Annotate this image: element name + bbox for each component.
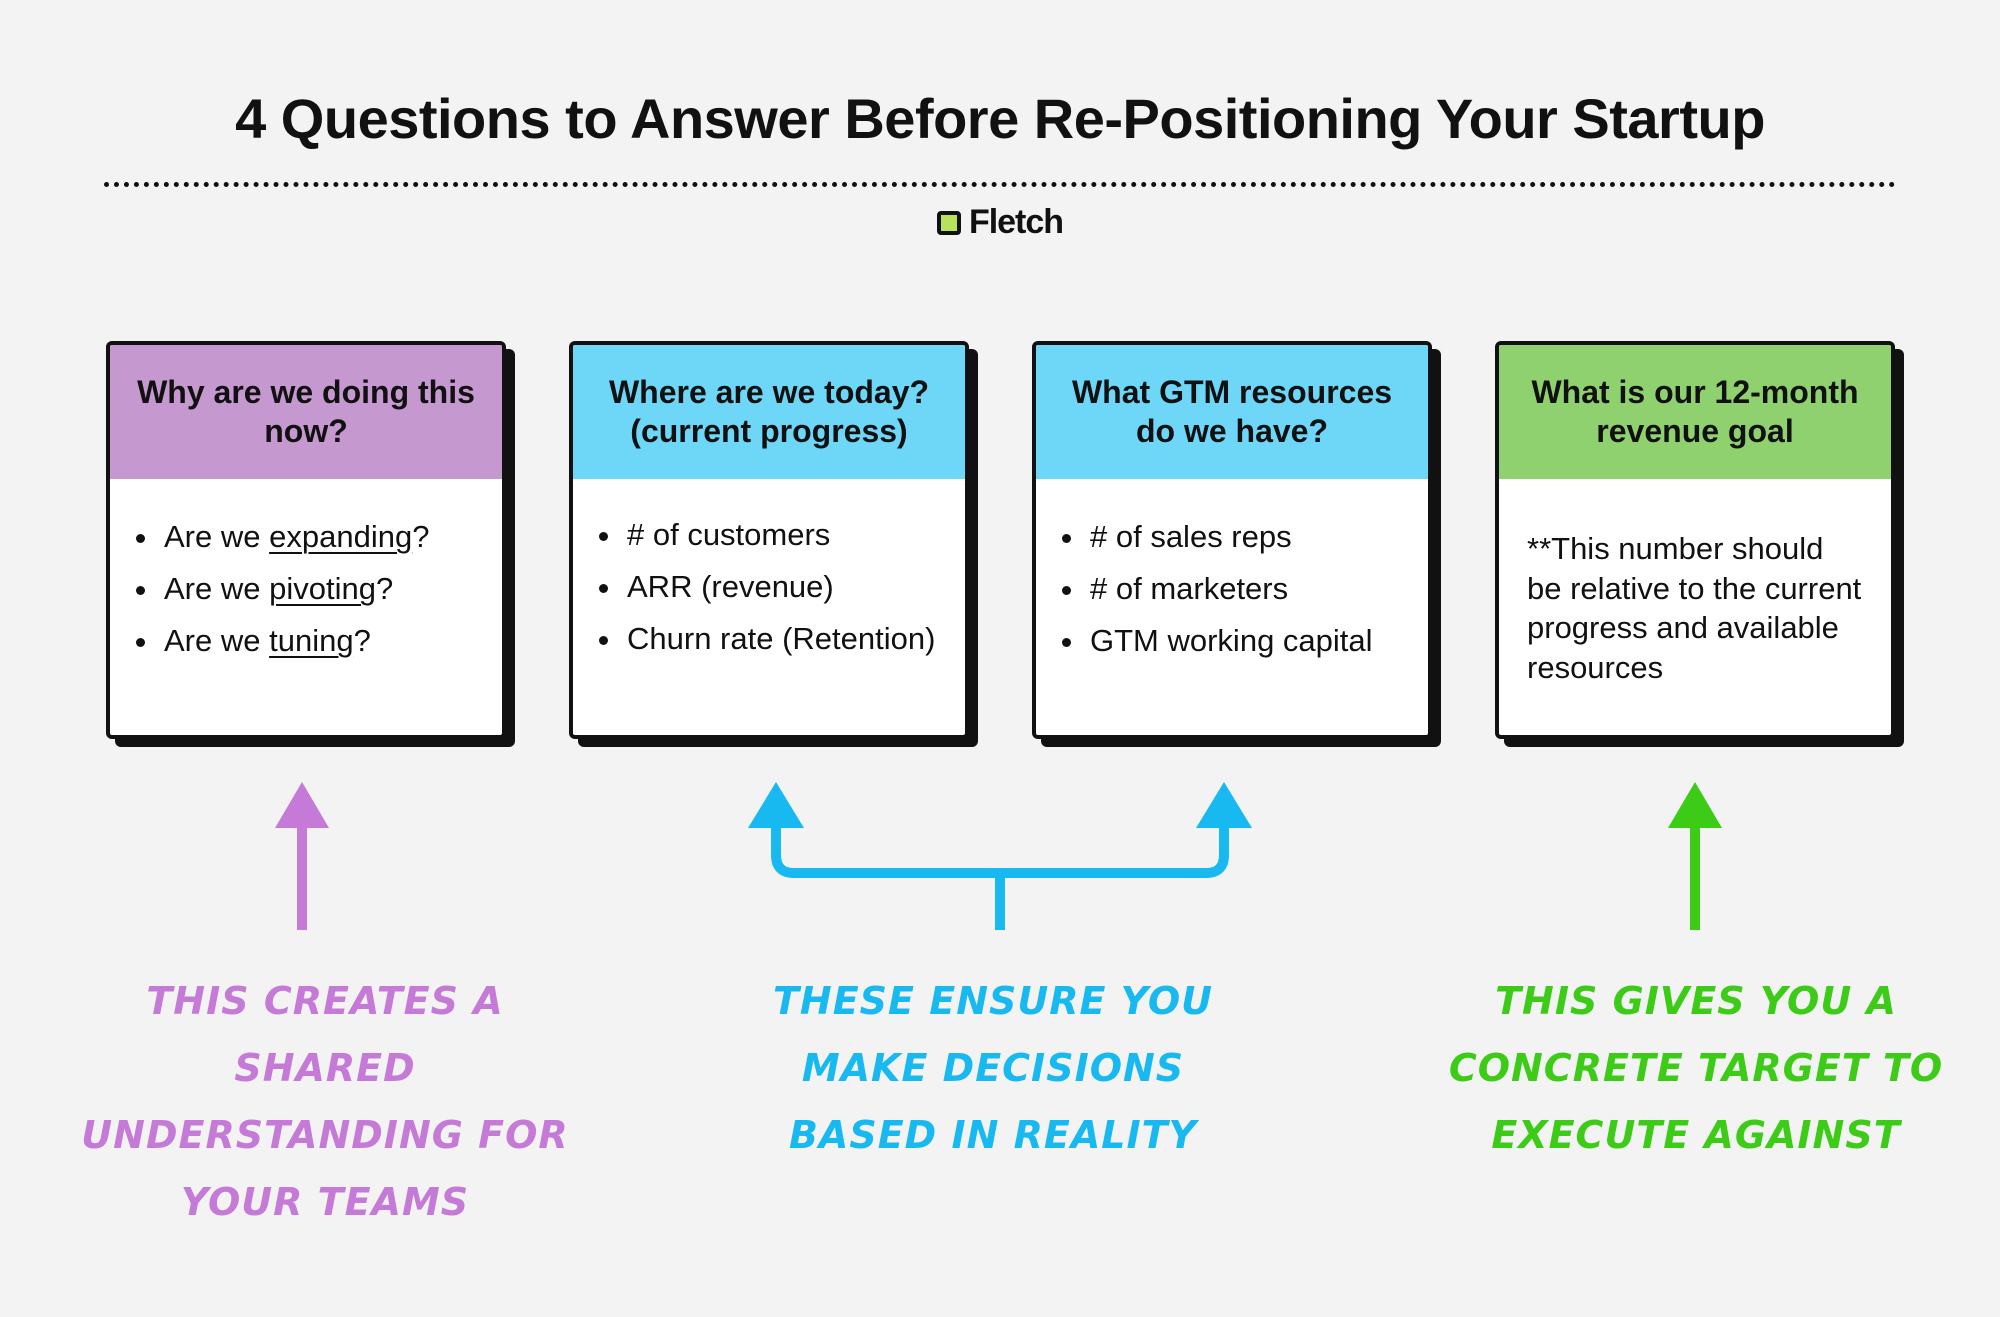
- card-heading: What GTM resources do we have?: [1036, 345, 1428, 479]
- caption-shared-understanding: This creates a shared understanding for …: [81, 979, 569, 1224]
- list-item: # of customers: [597, 519, 941, 550]
- green-arrow: [1668, 782, 1722, 930]
- list-item: ARR (revenue): [597, 571, 941, 602]
- brand-square-icon: [936, 210, 961, 235]
- question-card-gtm-resources: What GTM resources do we have? # of sale…: [1032, 341, 1432, 739]
- purple-arrow: [275, 782, 329, 930]
- caption-decisions-reality: These ensure you make decisions based in…: [773, 979, 1213, 1157]
- brand-name: Fletch: [968, 203, 1064, 241]
- question-card-why-now: Why are we doing this now? Are we expand…: [106, 341, 506, 739]
- question-card-revenue-goal: What is our 12-month revenue goal **This…: [1495, 341, 1895, 739]
- caption-concrete-target: This gives you a concrete target to exec…: [1448, 979, 1944, 1157]
- card-heading: What is our 12-month revenue goal: [1499, 345, 1891, 479]
- list-item: Are we expanding?: [134, 521, 478, 552]
- list-item: GTM working capital: [1060, 625, 1404, 656]
- question-card-where-today: Where are we today? (current progress) #…: [569, 341, 969, 739]
- card-heading: Why are we doing this now?: [110, 345, 502, 479]
- list-item: Are we pivoting?: [134, 573, 478, 604]
- brand-logo: Fletch: [0, 203, 2000, 242]
- card-list: Are we expanding? Are we pivoting? Are w…: [134, 521, 478, 656]
- dotted-divider: [104, 182, 1896, 187]
- list-item: Churn rate (Retention): [597, 623, 941, 654]
- list-item: # of marketers: [1060, 573, 1404, 604]
- card-list: # of customers ARR (revenue) Churn rate …: [597, 519, 941, 654]
- blue-bracket-arrow: [748, 782, 1252, 930]
- list-item: # of sales reps: [1060, 521, 1404, 552]
- card-heading: Where are we today? (current progress): [573, 345, 965, 479]
- page-title: 4 Questions to Answer Before Re-Position…: [235, 87, 1765, 150]
- card-list: # of sales reps # of marketers GTM worki…: [1060, 521, 1404, 656]
- list-item: Are we tuning?: [134, 625, 478, 656]
- card-note: **This number should be relative to the …: [1527, 531, 1862, 686]
